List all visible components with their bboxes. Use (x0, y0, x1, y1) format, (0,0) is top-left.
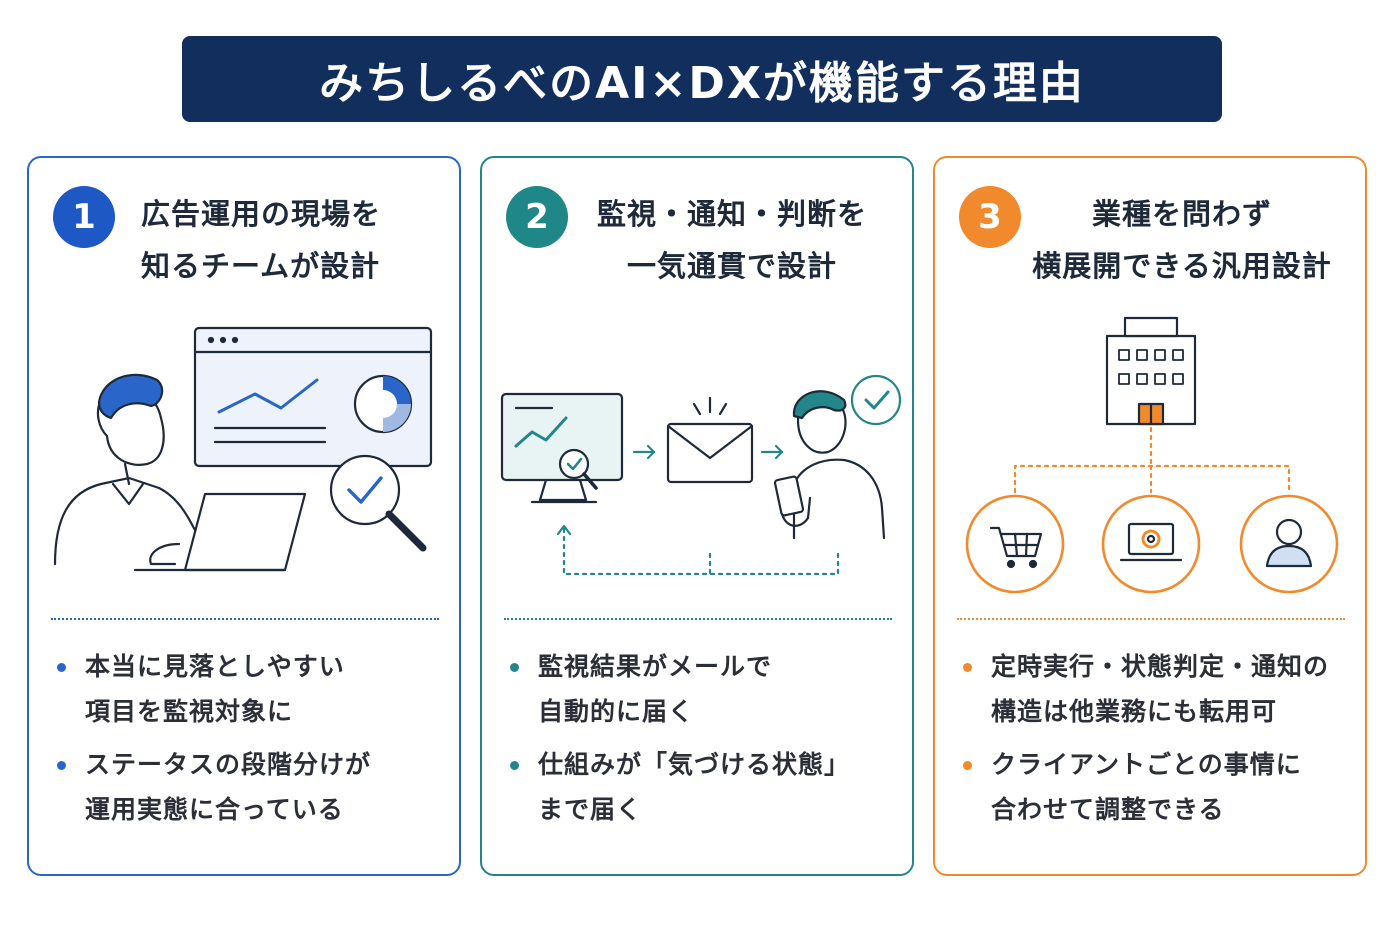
bullet-line: 仕組みが「気づける状態」 (538, 750, 851, 779)
heading-line: 業種を問わず (1091, 197, 1272, 231)
building-branching-to-industries-icon (965, 316, 1339, 594)
bullet-list: 定時実行・状態判定・通知の 構造は他業務にも転用可 クライアントごとの事情に 合… (963, 644, 1363, 840)
list-item: 定時実行・状態判定・通知の 構造は他業務にも転用可 (963, 644, 1363, 734)
number-badge: 3 (959, 186, 1021, 248)
list-item: 本当に見落としやすい 項目を監視対象に (57, 644, 457, 734)
number-badge: 2 (506, 186, 568, 248)
bullet-line: まで届く (538, 795, 643, 824)
bullet-line: 本当に見落としやすい (85, 652, 345, 681)
dotted-divider (957, 618, 1345, 620)
bullet-line: クライアントごとの事情に (991, 750, 1302, 779)
list-item: 仕組みが「気づける状態」 まで届く (510, 742, 910, 832)
heading-line: 横展開できる汎用設計 (1032, 249, 1332, 283)
bullet-line: ステータスの段階分けが (85, 750, 372, 779)
list-item: 監視結果がメールで 自動的に届く (510, 644, 910, 734)
dotted-divider (504, 618, 892, 620)
page-title: みちしるべのAI×DXが機能する理由 (319, 58, 1085, 109)
monitor-to-mail-to-person-flow-icon (500, 374, 902, 576)
bullet-list: 監視結果がメールで 自動的に届く 仕組みが「気づける状態」 まで届く (510, 644, 910, 840)
bullet-line: 自動的に届く (538, 697, 695, 726)
heading-line: 広告運用の現場を (141, 197, 382, 231)
title-banner: みちしるべのAI×DXが機能する理由 (182, 36, 1222, 122)
dotted-divider (51, 618, 439, 620)
bullet-line: 監視結果がメールで (538, 652, 773, 681)
list-item: ステータスの段階分けが 運用実態に合っている (57, 742, 457, 832)
bullet-list: 本当に見落としやすい 項目を監視対象に ステータスの段階分けが 運用実態に合って… (57, 644, 457, 840)
bullet-line: 合わせて調整できる (991, 795, 1225, 824)
card-heading: 広告運用の現場を 知るチームが設計 (141, 188, 441, 292)
heading-line: 監視・通知・判断を (596, 197, 867, 231)
heading-line: 知るチームが設計 (141, 249, 381, 283)
heading-line: 一気通貫で設計 (626, 249, 837, 283)
list-item: クライアントごとの事情に 合わせて調整できる (963, 742, 1363, 832)
bullet-line: 運用実態に合っている (85, 795, 344, 824)
reason-card-1: 1 広告運用の現場を 知るチームが設計 (27, 156, 461, 876)
bullet-line: 項目を監視対象に (85, 697, 294, 726)
bullet-line: 構造は他業務にも転用可 (991, 697, 1278, 726)
reason-card-2: 2 監視・通知・判断を 一気通貫で設計 (480, 156, 914, 876)
reason-card-3: 3 業種を問わず 横展開できる汎用設計 (933, 156, 1367, 876)
card-heading: 監視・通知・判断を 一気通貫で設計 (582, 188, 882, 292)
person-with-laptop-dashboard-magnifier-icon (53, 326, 433, 572)
number-badge: 1 (53, 186, 115, 248)
card-heading: 業種を問わず 横展開できる汎用設計 (1007, 188, 1357, 292)
bullet-line: 定時実行・状態判定・通知の (991, 652, 1330, 681)
